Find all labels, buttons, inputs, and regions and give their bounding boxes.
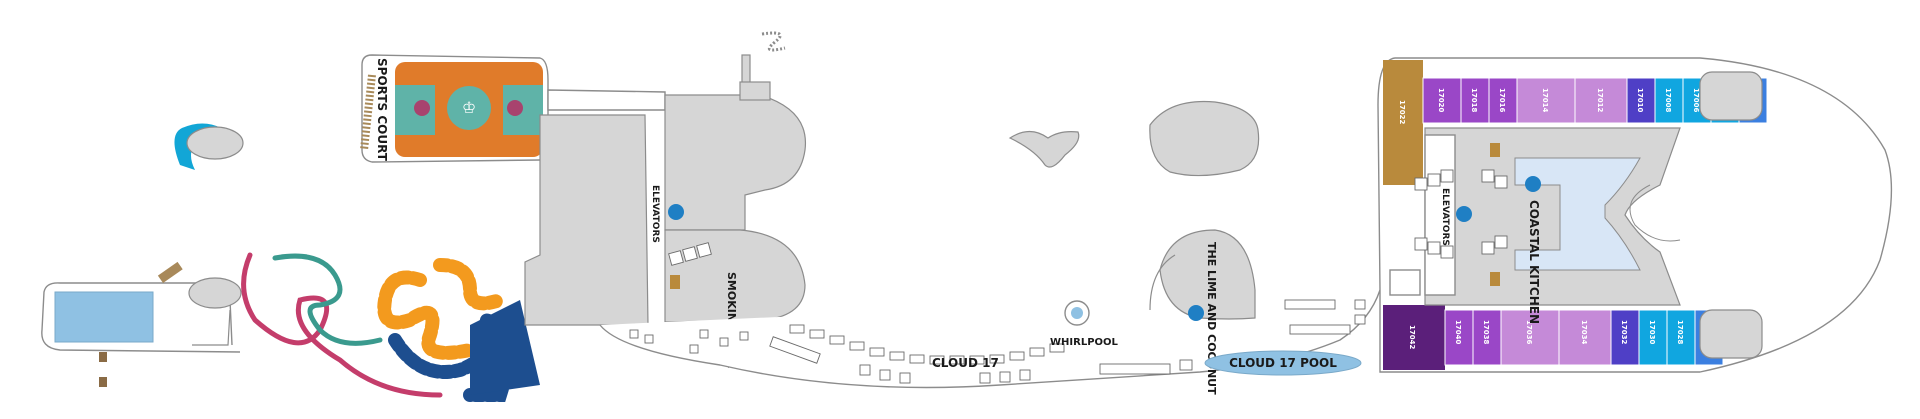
mid-superstructure bbox=[524, 114, 649, 326]
elevator-fwd-cabs bbox=[1414, 169, 1508, 259]
top-suite-number: 17014 bbox=[1541, 88, 1549, 112]
bottom-suite-17040[interactable] bbox=[1444, 309, 1474, 366]
deck-island-large bbox=[1149, 100, 1260, 177]
bow-curl bbox=[1629, 184, 1681, 242]
bottom-suite-17030[interactable] bbox=[1638, 309, 1668, 366]
fwd-bin-bottom bbox=[1490, 272, 1500, 286]
bottom-suite-number: 17040 bbox=[1454, 320, 1462, 344]
aft-deck-bench bbox=[157, 261, 183, 283]
cloud17-pool[interactable] bbox=[1204, 350, 1362, 376]
bar-drink-icon[interactable] bbox=[1188, 305, 1204, 321]
cloud17-label: CLOUD 17 bbox=[932, 356, 999, 370]
bow-top-rail bbox=[1699, 71, 1763, 121]
bottom-suite-number: 17038 bbox=[1482, 320, 1490, 344]
top-suite-number: 17020 bbox=[1437, 88, 1445, 112]
slide-tower bbox=[470, 300, 540, 395]
fwd-stair bbox=[1389, 269, 1421, 296]
slide-red bbox=[241, 252, 443, 398]
cloud17-loungers bbox=[629, 299, 1366, 384]
aft-lounger-2 bbox=[99, 377, 107, 387]
aft-whirlpool-island bbox=[188, 277, 242, 309]
sports-court-label: SPORTS COURT bbox=[375, 58, 389, 162]
bottom-suite-number: 17030 bbox=[1648, 320, 1656, 344]
sports-court-hoop-left bbox=[414, 100, 430, 116]
elevator-lobby-upper bbox=[664, 94, 807, 231]
top-suite-number: 17006 bbox=[1692, 88, 1700, 112]
bottom-suite-17036[interactable] bbox=[1500, 309, 1560, 366]
deck-island-v bbox=[1008, 130, 1080, 168]
elevators-mid-label: ELEVATORS bbox=[650, 185, 660, 243]
elevator-fwd-icon[interactable] bbox=[1456, 206, 1472, 222]
lime-coconut-bar bbox=[1159, 229, 1256, 320]
top-suite-17020[interactable] bbox=[1422, 77, 1462, 124]
slide-teal bbox=[272, 253, 383, 346]
bottom-suite-number: 17036 bbox=[1525, 320, 1533, 344]
suite-bottom-special: 17042 bbox=[1408, 325, 1416, 349]
aft-curved-wall bbox=[192, 309, 231, 346]
bottom-suite-17034[interactable] bbox=[1558, 309, 1612, 366]
slide-orange bbox=[377, 258, 507, 360]
top-suite-17018[interactable] bbox=[1460, 77, 1490, 124]
bottom-suite-17028[interactable] bbox=[1666, 309, 1696, 366]
suite-gold-block[interactable] bbox=[1383, 60, 1423, 185]
elevator-mid-icon[interactable] bbox=[668, 204, 684, 220]
cloud17-pool-label: CLOUD 17 POOL bbox=[1229, 356, 1337, 370]
top-suite-number: 17018 bbox=[1470, 88, 1478, 112]
whirlpool[interactable] bbox=[1071, 307, 1083, 319]
coastal-kitchen-label: COASTAL KITCHEN bbox=[1527, 200, 1541, 324]
court-bleachers bbox=[360, 74, 376, 151]
suites-top-row: 17020 17018 17016 17014 17012 17010 17008 17006… bbox=[1422, 77, 1768, 124]
suites-bottom-row: 1704017038170361703417032170301702817026 bbox=[1444, 309, 1724, 366]
bar-curve-wall bbox=[1149, 254, 1176, 311]
bottom-suite-number: 17034 bbox=[1580, 320, 1588, 344]
davit-box bbox=[739, 81, 771, 101]
bottom-suite-number: 17032 bbox=[1620, 320, 1628, 344]
fwd-elevator-block bbox=[1424, 134, 1456, 296]
sports-court-center bbox=[447, 86, 491, 130]
court-corridor bbox=[547, 89, 666, 111]
top-suite-number: 17016 bbox=[1498, 88, 1506, 112]
fwd-bin-top bbox=[1490, 143, 1500, 157]
sports-court-hoop-right bbox=[507, 100, 523, 116]
top-suite-number: 17012 bbox=[1596, 88, 1604, 112]
suite-plum-block[interactable] bbox=[1383, 305, 1445, 370]
suite-top-special: 17022 bbox=[1398, 100, 1406, 124]
aft-lounger-1 bbox=[99, 352, 107, 362]
top-suite-number: 17010 bbox=[1636, 88, 1644, 112]
elevators-fwd-label: ELEVATORS bbox=[1440, 188, 1450, 246]
court-logo-icon: ♔ bbox=[462, 98, 476, 117]
smoking-area-bin bbox=[670, 275, 680, 289]
lime-coconut-label: THE LIME AND COCONUT bbox=[1205, 242, 1218, 395]
top-suite-number: 17008 bbox=[1664, 88, 1672, 112]
bottom-suite-number: 17028 bbox=[1676, 320, 1684, 344]
davit-chain bbox=[761, 31, 786, 52]
aft-pool[interactable] bbox=[54, 291, 154, 343]
coastal-kitchen-area[interactable] bbox=[1514, 157, 1641, 271]
elevator-mid-cabs bbox=[668, 242, 712, 266]
kitchen-dining-icon[interactable] bbox=[1525, 176, 1541, 192]
sculpture-base bbox=[186, 126, 244, 160]
whirlpool-label: WHIRLPOOL bbox=[1050, 337, 1119, 348]
bow-bottom-rail bbox=[1699, 309, 1763, 359]
